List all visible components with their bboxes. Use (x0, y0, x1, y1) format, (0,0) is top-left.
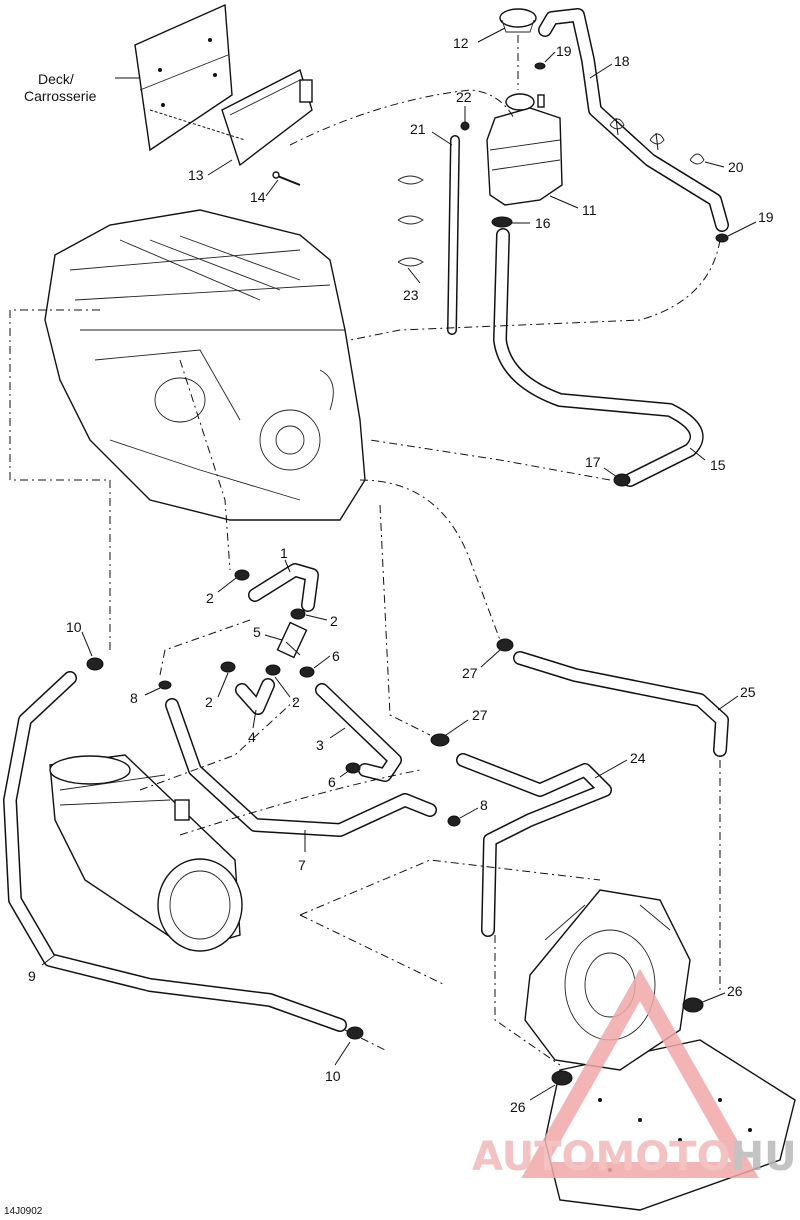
callout-24: 24 (630, 750, 646, 766)
callout-7: 7 (298, 857, 306, 873)
callout-2-b: 2 (330, 613, 338, 629)
ride-plate (544, 1039, 796, 1211)
callout-22: 22 (456, 89, 472, 105)
callout-17: 17 (585, 454, 601, 470)
callout-21: 21 (410, 121, 426, 137)
callout-5: 5 (253, 624, 261, 640)
hose-4 (235, 678, 275, 715)
callout-20: 20 (728, 159, 744, 175)
hose-3 (315, 683, 402, 782)
callout-8-b: 8 (480, 797, 488, 813)
engine (44, 209, 366, 521)
callout-27-b: 27 (472, 707, 488, 723)
hose-24 (456, 753, 612, 937)
hose-1 (248, 563, 319, 612)
callout-13: 13 (188, 167, 204, 183)
callout-27-a: 27 (462, 665, 478, 681)
overflow-hose-18 (538, 8, 729, 232)
callout-19-right: 19 (758, 209, 774, 225)
callout-2-c: 2 (205, 694, 213, 710)
callout-16: 16 (535, 215, 551, 231)
mounting-bracket (149, 68, 313, 167)
coolant-reservoir (486, 93, 563, 206)
callout-10-bottom: 10 (325, 1068, 341, 1084)
callout-6-a: 6 (332, 648, 340, 664)
hose-clamps (86, 62, 729, 1086)
callout-14: 14 (250, 189, 266, 205)
watermark-triangle-icon (521, 968, 759, 1178)
callout-15: 15 (710, 457, 726, 473)
connection-lines (9, 89, 721, 1066)
tee-fitting-5 (276, 621, 308, 659)
callout-26-b: 26 (510, 1099, 526, 1115)
drawing-code: 14J0902 (4, 1206, 43, 1217)
watermark-logo: AUTOMOTOHUB (472, 968, 800, 1180)
callout-6-b: 6 (328, 774, 336, 790)
heat-exchanger (49, 754, 243, 952)
callout-3: 3 (316, 737, 324, 753)
svg-text:AUTOMOTOHUB: AUTOMOTOHUB (472, 1134, 800, 1180)
hose-9 (3, 671, 347, 1032)
watermark-text-hub: HUB (731, 1134, 800, 1180)
callout-18: 18 (614, 53, 630, 69)
vent-tube-21 (447, 135, 460, 335)
clamp-set-20 (609, 117, 705, 165)
leader-lines (41, 27, 757, 1101)
callout-11: 11 (582, 202, 597, 218)
callout-12: 12 (453, 35, 469, 51)
hose-7 (165, 698, 437, 837)
callout-8-a: 8 (130, 690, 138, 706)
reservoir-cap (499, 8, 537, 90)
watermark-text-moto: MOTO (596, 1134, 731, 1180)
callout-10-top: 10 (66, 619, 82, 635)
callout-19-top: 19 (556, 43, 572, 59)
clamp-set-23 (397, 175, 424, 267)
callout-23: 23 (403, 287, 419, 303)
callout-numbers: 12 19 18 22 21 11 16 13 14 20 19 23 15 1… (28, 35, 774, 1115)
bracket-screw (272, 171, 301, 186)
hose-15 (493, 228, 704, 487)
watermark-text-auto: AUTO (472, 1134, 596, 1180)
deck-label-line2: Carrosserie (24, 88, 97, 104)
callout-9: 9 (28, 968, 36, 984)
callout-4: 4 (248, 729, 256, 745)
hose-25 (513, 651, 729, 757)
deck-panel (134, 3, 233, 152)
callout-2-a: 2 (206, 590, 214, 606)
callout-25: 25 (740, 684, 756, 700)
callout-26-a: 26 (727, 983, 743, 999)
deck-label-line1: Deck/ (38, 71, 74, 87)
callout-2-d: 2 (292, 694, 300, 710)
callout-1: 1 (280, 545, 288, 561)
